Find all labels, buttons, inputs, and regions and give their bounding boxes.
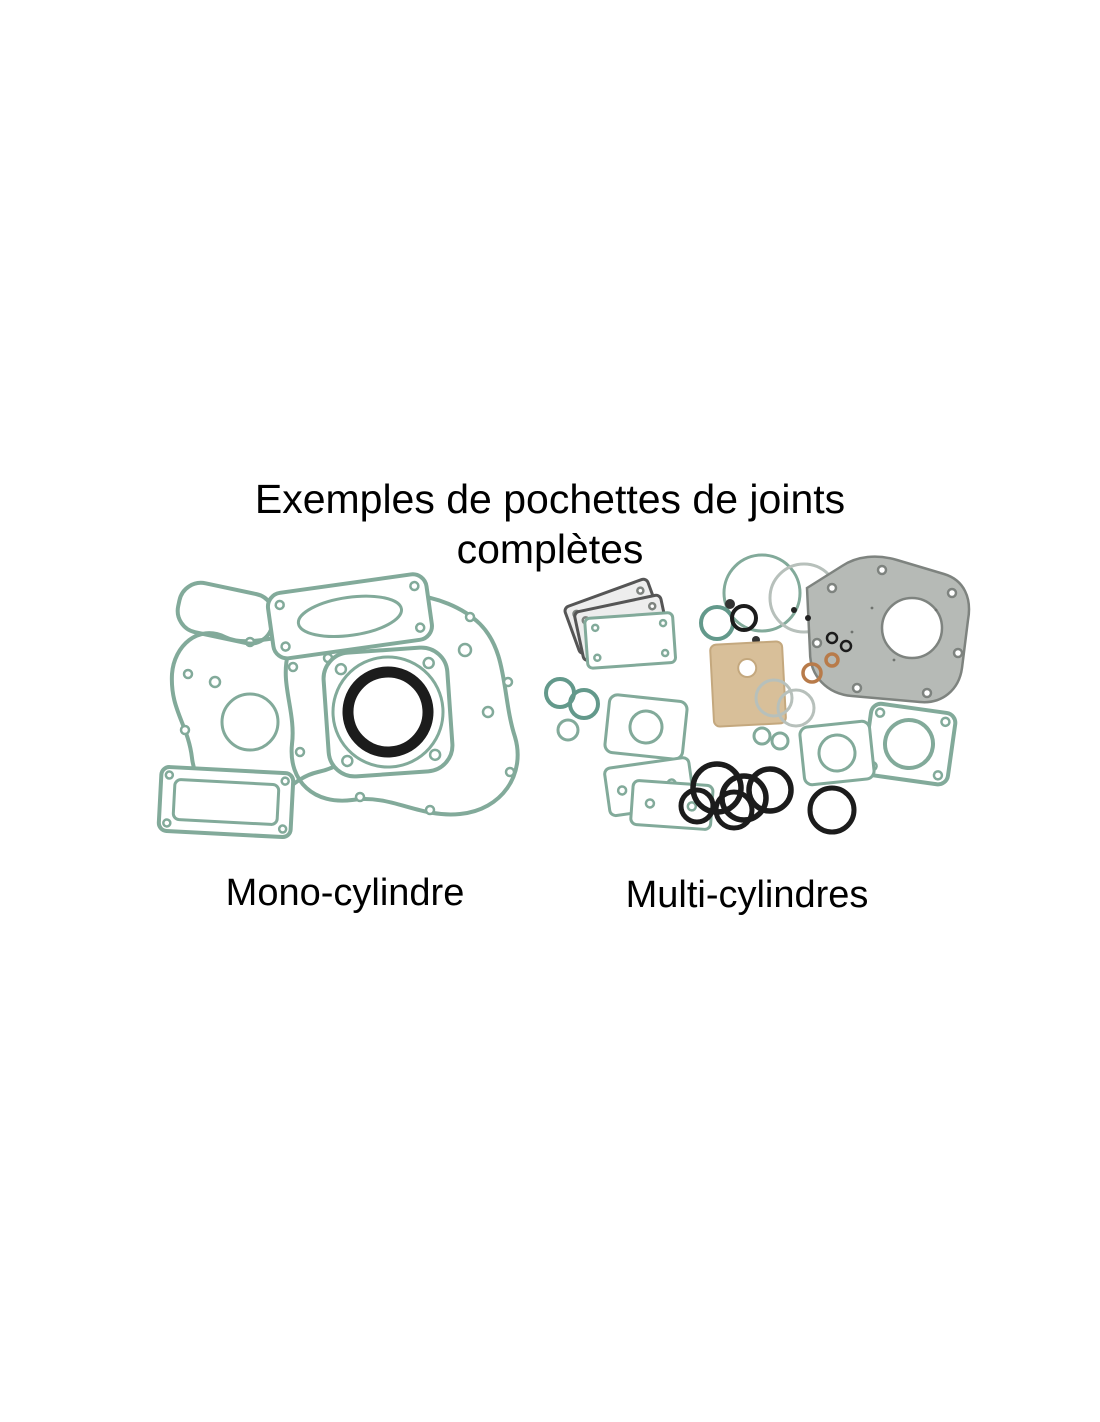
mono-reed-gasket	[156, 765, 296, 840]
multi-large-o-ring	[807, 785, 857, 835]
page-title: Exemples de pochettes de joints complète…	[0, 475, 1100, 573]
mono-cover-gasket-shape	[283, 591, 520, 817]
mono-bore-o-ring	[342, 666, 434, 758]
mono-cylinder-caption: Mono-cylindre	[225, 872, 465, 914]
multi-port-gasket	[603, 693, 689, 761]
mono-washer	[481, 705, 495, 719]
title-line-1: Exemples de pochettes de joints	[254, 476, 846, 523]
multi-small-hardware	[752, 607, 853, 751]
multi-cylinder-caption: Multi-cylindres	[625, 874, 869, 916]
mono-washer	[457, 642, 473, 658]
multi-o-ring-cluster	[678, 761, 857, 835]
multi-head-gasket-a	[861, 701, 958, 787]
multi-paper-gasket	[709, 640, 787, 728]
mono-head-gasket	[321, 645, 455, 779]
multi-round-gaskets-left	[544, 599, 760, 742]
mono-base-gasket	[265, 572, 434, 661]
multi-head-gasket-b	[798, 719, 876, 787]
multi-cylinder-gasket-photo	[544, 553, 971, 835]
mono-small-cover-gasket	[175, 580, 276, 646]
multi-stacked-gaskets	[563, 577, 677, 670]
multi-base-gaskets	[603, 756, 715, 831]
multi-graphite-gasket	[805, 555, 971, 704]
mono-cylinder-gasket-photo	[156, 572, 520, 840]
title-line-2: complètes	[456, 525, 644, 572]
